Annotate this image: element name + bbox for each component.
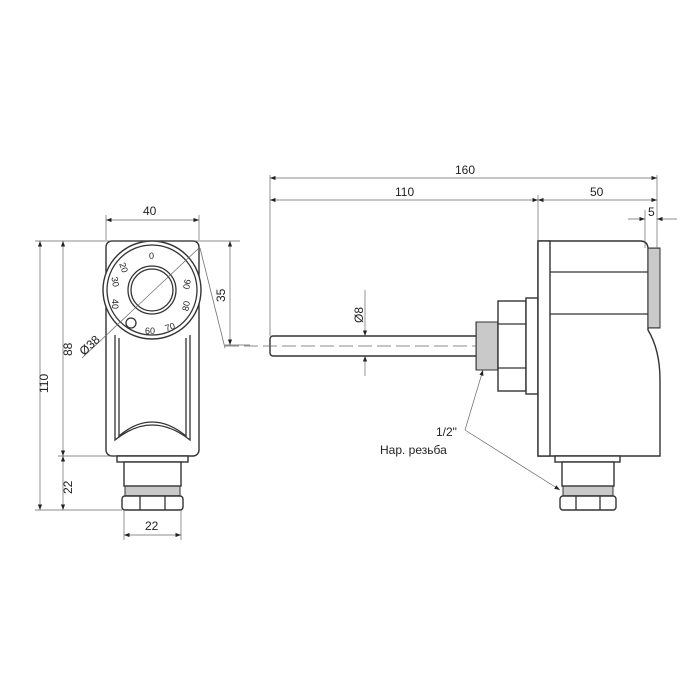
- side-view: 160 110 50 5 Ø8 1/2" Нар. резьба: [225, 163, 677, 511]
- adjust-knob: [647, 247, 661, 329]
- dim-width-40: 40: [143, 204, 157, 218]
- housing-window-inner: [118, 338, 187, 438]
- dim-height-22: 22: [61, 480, 75, 494]
- scale-60: 60: [145, 326, 155, 336]
- side-body: [537, 240, 661, 457]
- dim-length-160: 160: [455, 163, 475, 177]
- thread-type-label: Нар. резьба: [380, 443, 447, 457]
- fitting-nut: [121, 495, 184, 511]
- front-view: 0 20 30 40 60 70 80 90 40 110 88 22 22: [35, 204, 250, 540]
- housing-window: [114, 335, 191, 442]
- dim-height-88: 88: [61, 342, 75, 356]
- scale-80: 80: [180, 300, 192, 312]
- scale-90: 90: [181, 278, 193, 290]
- side-fitting-nut: [559, 495, 617, 511]
- dial-knob-inner: [130, 268, 174, 312]
- dial-knob: [127, 265, 177, 315]
- fitting-thread: [124, 485, 181, 497]
- thread-size-label: 1/2": [436, 425, 457, 439]
- dim-length-110: 110: [395, 185, 414, 199]
- dim-dial-diameter: Ø38: [76, 332, 102, 358]
- dial-symbol-icon: [125, 317, 137, 329]
- probe-thread: [475, 321, 499, 371]
- dim-knob-5: 5: [648, 205, 655, 219]
- scale-40: 40: [110, 299, 120, 309]
- dim-probe-diameter: Ø8: [352, 307, 366, 323]
- union-nut: [497, 300, 527, 392]
- dim-width-22: 22: [145, 519, 159, 533]
- dim-offset-35: 35: [214, 288, 228, 302]
- scale-70: 70: [164, 321, 177, 334]
- dim-height-110: 110: [37, 374, 51, 393]
- dial-ring: [106, 244, 198, 336]
- side-fitting-collar: [554, 455, 621, 463]
- side-plate: [537, 240, 551, 457]
- dim-length-50: 50: [590, 185, 604, 199]
- fitting-body: [123, 461, 182, 487]
- scale-0: 0: [149, 251, 154, 261]
- scale-20: 20: [117, 261, 130, 274]
- flange: [525, 297, 539, 395]
- scale-30: 30: [109, 276, 121, 288]
- dial-scale: 0 20 30 40 60 70 80 90: [109, 251, 192, 336]
- fitting-collar: [116, 455, 189, 463]
